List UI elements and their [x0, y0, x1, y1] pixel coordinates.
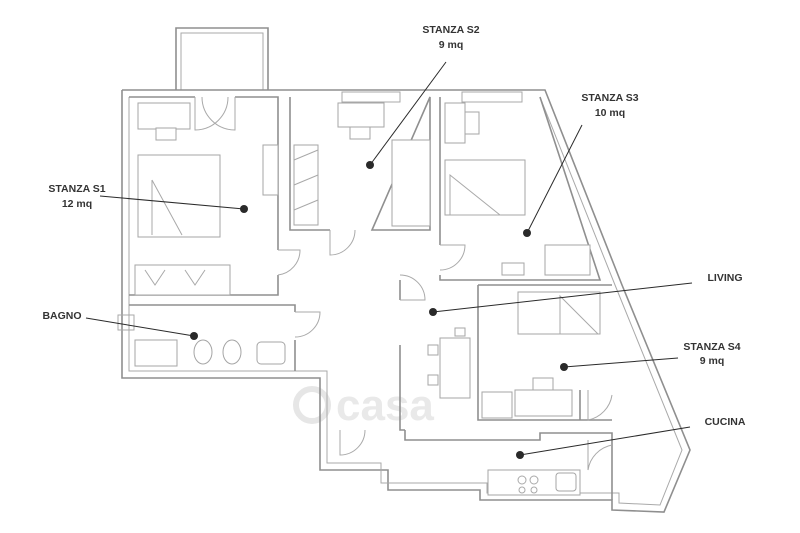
label-s1-area: 12 mq: [62, 198, 92, 210]
leader-dot-s3: [523, 229, 531, 237]
leader-dot-bagno: [190, 332, 198, 340]
leader-dot-living: [429, 308, 437, 316]
label-s3-area: 10 mq: [595, 107, 625, 119]
leader-dot-s2: [366, 161, 374, 169]
walls: [117, 27, 691, 513]
room-labels: STANZA S1 12 mq STANZA S2 9 mq STANZA S3…: [42, 24, 745, 428]
watermark: casa: [293, 381, 434, 430]
leader-bagno: [85, 317, 195, 337]
label-s4-area: 9 mq: [700, 355, 725, 367]
leader-dot-s4: [560, 363, 568, 371]
leaders: [85, 61, 693, 459]
leader-s2: [369, 61, 447, 166]
label-living-name: LIVING: [707, 272, 742, 284]
label-bagno-name: BAGNO: [42, 310, 81, 322]
label-s2-area: 9 mq: [439, 39, 464, 51]
leader-dot-s1: [240, 205, 248, 213]
leader-cucina: [519, 426, 691, 456]
leader-s1: [99, 195, 245, 210]
leader-dot-cucina: [516, 451, 524, 459]
leader-s3: [526, 124, 583, 234]
leader-s4: [563, 357, 679, 368]
label-s2-name: STANZA S2: [422, 24, 479, 36]
label-s3-name: STANZA S3: [581, 92, 638, 104]
leader-living: [432, 282, 693, 313]
watermark-text: casa: [336, 381, 434, 430]
doors: [194, 96, 613, 471]
furniture: [134, 102, 601, 496]
label-s1-name: STANZA S1: [48, 183, 105, 195]
label-cucina-name: CUCINA: [705, 416, 746, 428]
label-s4-name: STANZA S4: [683, 341, 740, 353]
